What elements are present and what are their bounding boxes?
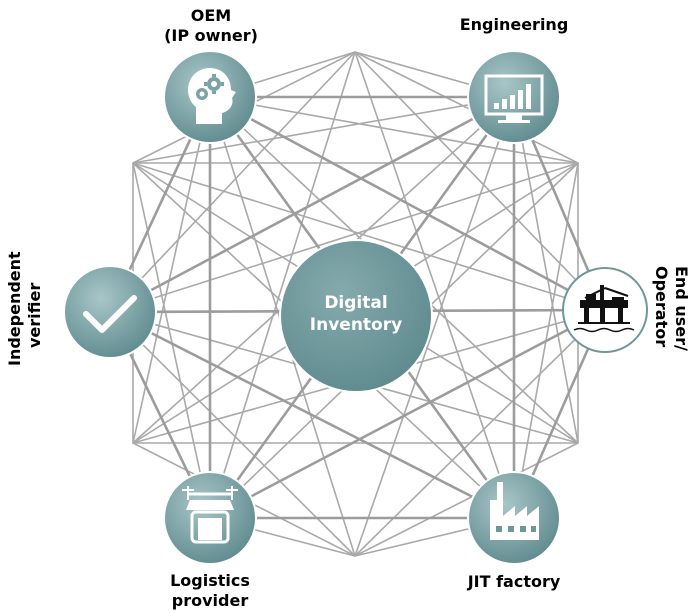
edge (109, 95, 515, 314)
head-gears-icon (188, 68, 236, 124)
edge (209, 308, 606, 520)
drone-icon (182, 486, 238, 544)
edge (209, 96, 579, 164)
node-end-user[interactable]: End user/ Operator (562, 266, 691, 353)
node-engineering-label: Engineering (460, 15, 569, 34)
node-end-user-label-line2: Operator (652, 266, 671, 347)
node-oem-label-line2: (IP owner) (164, 26, 258, 45)
edge (209, 51, 356, 519)
node-verifier-circle (63, 265, 157, 359)
edge (354, 51, 515, 519)
checkmark-icon (83, 295, 137, 333)
edge (513, 96, 579, 444)
edge (132, 96, 515, 164)
center-node-digital-inventory[interactable]: Digital Inventory (279, 239, 433, 393)
node-logistics-label-line1: Logistics (170, 571, 250, 590)
edge (109, 311, 356, 557)
node-verifier[interactable]: Independent verifier (5, 251, 157, 366)
edge (354, 309, 606, 557)
edge (132, 96, 211, 444)
edge (209, 95, 606, 312)
center-label-line1: Digital (324, 293, 387, 313)
offshore-platform-icon (573, 285, 635, 333)
edge (109, 310, 515, 520)
node-oem[interactable]: OEM (IP owner) (163, 6, 258, 144)
edge (109, 51, 356, 313)
node-jit-factory[interactable]: JIT factory (467, 471, 561, 591)
center-label-line2: Inventory (310, 315, 402, 335)
node-logistics-label-line2: provider (172, 591, 249, 610)
node-oem-label-line1: OEM (191, 6, 231, 25)
node-logistics[interactable]: Logistics provider (163, 471, 257, 610)
edge (109, 162, 579, 313)
node-verifier-label-line2: verifier (25, 283, 44, 348)
node-verifier-label-line1: Independent (5, 251, 24, 366)
factory-icon (490, 482, 539, 540)
node-jit-factory-label: JIT factory (467, 572, 561, 591)
node-end-user-label-line1: End user/ (672, 266, 691, 351)
edge (354, 96, 515, 557)
edge (132, 162, 211, 519)
edge (132, 162, 606, 311)
center-circle (279, 239, 433, 393)
edge (354, 51, 606, 311)
node-engineering[interactable]: Engineering (460, 15, 569, 144)
monitor-chart-icon (484, 74, 544, 123)
